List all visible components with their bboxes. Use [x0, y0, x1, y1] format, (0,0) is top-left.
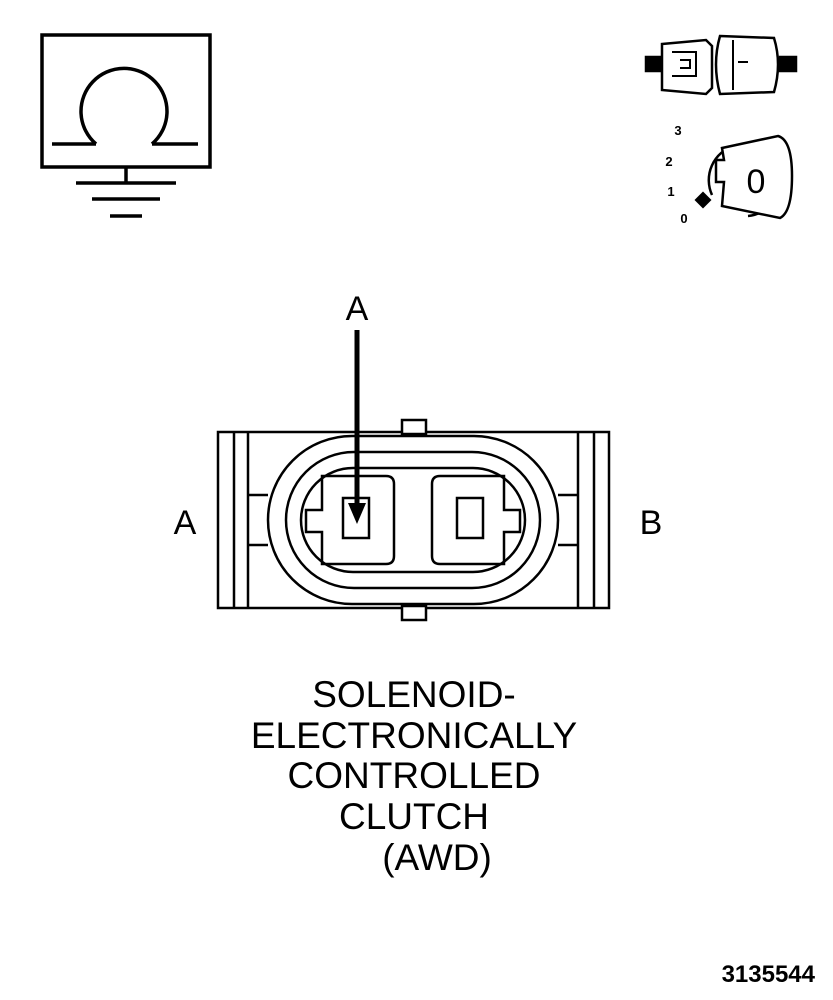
component-title: SOLENOID- ELECTRONICALLY CONTROLLED CLUT…: [251, 674, 577, 878]
ignition-position-0: 0: [680, 211, 687, 226]
title-line-3: CONTROLLED: [288, 755, 541, 796]
ignition-key-label: 0: [747, 163, 766, 201]
ignition-key-icon: 0 3 2 1 0: [665, 123, 794, 226]
terminal-b-label: B: [640, 504, 663, 542]
disconnected-connector-icon: [644, 34, 798, 96]
title-line-4: CLUTCH: [339, 796, 489, 837]
title-line-2: ELECTRONICALLY: [251, 715, 577, 756]
ignition-position-3: 3: [674, 123, 681, 138]
ohmmeter-icon: [40, 33, 212, 218]
terminal-a-label: A: [174, 504, 197, 542]
title-line-1: SOLENOID-: [312, 674, 516, 715]
terminal-a-arrow: [348, 330, 366, 524]
ignition-position-2: 2: [665, 154, 672, 169]
figure-number: 3135544: [722, 961, 816, 988]
solenoid-connector: [216, 418, 611, 622]
ignition-position-1: 1: [667, 184, 674, 199]
title-line-5: (AWD): [382, 837, 492, 878]
arrow-label: A: [346, 290, 369, 328]
